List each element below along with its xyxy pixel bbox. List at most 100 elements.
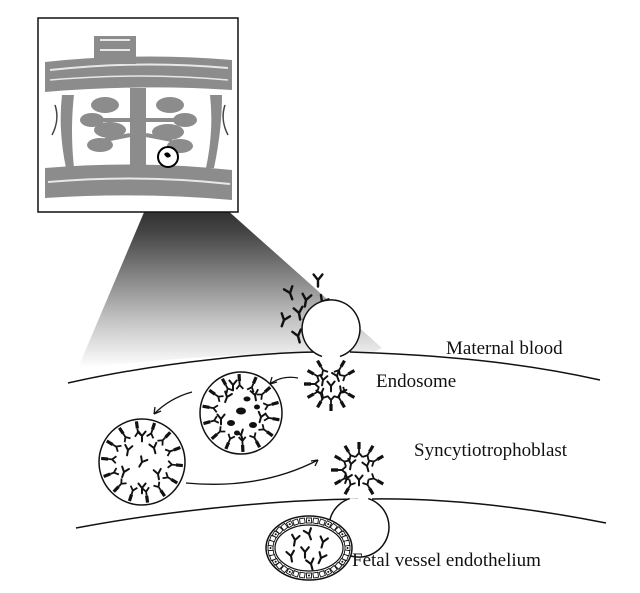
endothelial-nucleus [341, 533, 344, 536]
internal-antibody-icon [344, 471, 353, 485]
fetal-antibody-icon [300, 546, 310, 559]
receptor-icon [333, 392, 346, 409]
endosome-transcytosis [98, 418, 186, 506]
endothelial-nucleus [341, 560, 344, 563]
receptor-icon [333, 359, 346, 376]
endothelial-cell [275, 526, 284, 535]
endothelial-nucleus [308, 574, 310, 577]
receptor-icon [153, 481, 167, 498]
internal-antibody-icon [249, 388, 259, 402]
endothelial-nucleus [346, 547, 349, 549]
arrow-to-right-head [310, 459, 319, 467]
receptor-icon [354, 442, 364, 458]
endothelial-cell [318, 518, 326, 526]
receptor-icon [220, 377, 233, 394]
endothelial-cell [312, 517, 320, 525]
receptor-icon [326, 395, 336, 411]
maternal-membrane-line [67, 351, 319, 384]
fetal-vessel [265, 515, 353, 581]
receptor-icon [316, 359, 329, 376]
free-antibody-icon [312, 273, 324, 288]
endothelial-cell [312, 571, 320, 579]
receptor-icon [339, 386, 356, 399]
receptor-icon [210, 426, 226, 441]
endothelial-nucleus [288, 570, 291, 573]
free-antibody-icon [291, 328, 303, 344]
free-antibody-icon [280, 312, 292, 328]
free-antibody-icon [301, 292, 313, 308]
internal-antibody-icon [224, 390, 233, 404]
receptor-icon [105, 439, 122, 453]
fetal-antibody-icon [317, 551, 328, 565]
endothelial-cell [329, 522, 338, 532]
cargo-dot [249, 422, 257, 428]
endothelial-cell [298, 517, 306, 525]
endosome-sorting [199, 371, 283, 455]
receptor-icon [258, 423, 274, 438]
cargo-dot [243, 396, 251, 402]
endothelial-nucleus [327, 570, 330, 573]
receptor-icon [117, 426, 131, 443]
receptor-icon [343, 444, 356, 461]
cargo-dot [227, 420, 235, 426]
transport-arrows [153, 376, 319, 485]
endosome-exocytosis [328, 442, 390, 558]
internal-antibody-icon [137, 482, 147, 495]
endothelial-nucleus [288, 523, 291, 526]
cargo-dot [234, 430, 240, 436]
endosome-vesicles [98, 299, 390, 558]
label-maternal-blood: Maternal blood [446, 338, 563, 359]
arrow-to-right [185, 459, 319, 485]
free-antibody-icon [282, 285, 294, 301]
receptor-icon [103, 467, 120, 478]
label-fetal-vessel-endothelium: Fetal vessel endothelium [352, 550, 541, 571]
label-endosome: Endosome [376, 371, 456, 392]
free-antibody-icon [292, 305, 304, 321]
internal-antibody-icon [137, 430, 147, 443]
arrow-into-cell [269, 376, 299, 385]
receptor-icon [262, 400, 279, 411]
maternal-membrane-line-right [349, 351, 601, 381]
endothelial-cell [280, 522, 289, 532]
receptor-icon [343, 479, 356, 496]
cargo-dot [236, 407, 246, 415]
receptor-icon [127, 485, 138, 502]
fetal-membrane-line-right [371, 498, 607, 524]
endothelial-nucleus [308, 519, 310, 522]
receptor-icon [362, 479, 375, 496]
receptor-icon [331, 465, 347, 475]
arrow-to-left [153, 391, 193, 415]
fetal-antibody-icon [302, 527, 312, 541]
receptor-icon [368, 454, 385, 467]
fetal-antibody-icon [305, 557, 315, 571]
endothelial-cell [343, 539, 351, 547]
endothelial-cell [292, 570, 300, 578]
receptor-icon [256, 385, 272, 400]
receptor-icon [112, 478, 127, 493]
internal-antibody-icon [216, 413, 226, 426]
receptor-icon [162, 471, 179, 485]
receptor-icon [164, 446, 181, 457]
internal-antibody-icon [315, 387, 325, 401]
endothelial-cell [292, 518, 300, 526]
endothelial-cell [298, 571, 306, 579]
fetal-antibody-icon [319, 535, 329, 549]
endothelial-cell [329, 564, 338, 574]
endothelial-cell [280, 564, 289, 574]
endothelial-cell [318, 570, 326, 578]
internal-antibody-icon [337, 385, 348, 398]
receptor-icon [157, 431, 172, 446]
receptor-icon [362, 444, 375, 461]
internal-antibody-icon [257, 410, 267, 424]
internal-antibody-icon [361, 459, 371, 473]
endothelial-nucleus [269, 547, 272, 549]
arrow-to-left-head [153, 406, 162, 415]
receptor-icon [368, 473, 385, 486]
internal-antibody-icon [331, 369, 340, 383]
endothelial-nucleus [274, 533, 277, 536]
arrow-into-cell-head [269, 376, 278, 385]
receptor-icon [333, 454, 350, 467]
cargo-dot [254, 404, 260, 410]
receptor-icon [235, 373, 244, 390]
receptor-icon [141, 486, 150, 503]
